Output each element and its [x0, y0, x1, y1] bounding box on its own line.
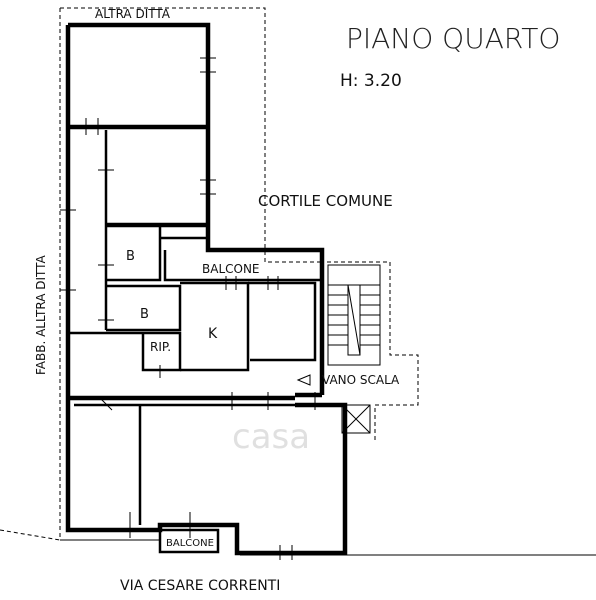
- exterior-walls: [65, 22, 348, 556]
- courtyard-label: CORTILE COMUNE: [258, 192, 393, 210]
- stairwell-label: VANO SCALA: [322, 373, 400, 387]
- north-neighbor-label: ALTRA DITTA: [95, 7, 171, 21]
- stairwell: [296, 264, 381, 434]
- ceiling-height: H: 3.20: [340, 71, 402, 91]
- kitchen-label: K: [208, 326, 218, 342]
- floor-title: PIANO QUARTO: [346, 22, 560, 55]
- west-neighbor-label: FABB. ALLTRA DITTA: [34, 254, 48, 375]
- balcony-bottom-label: BALCONE: [166, 538, 214, 549]
- street-label: VIA CESARE CORRENTI: [120, 578, 280, 594]
- storage-label: RIP.: [150, 340, 171, 354]
- watermark-logo: casa: [232, 417, 310, 457]
- openings: [60, 57, 316, 560]
- bath-2-label: B: [140, 307, 149, 322]
- bath-1-label: B: [126, 249, 135, 264]
- balcony-top-label: BALCONE: [202, 262, 260, 276]
- interior-walls: [68, 124, 322, 525]
- balcony-bottom-box: [158, 528, 220, 554]
- boundary-lines: [0, 7, 596, 556]
